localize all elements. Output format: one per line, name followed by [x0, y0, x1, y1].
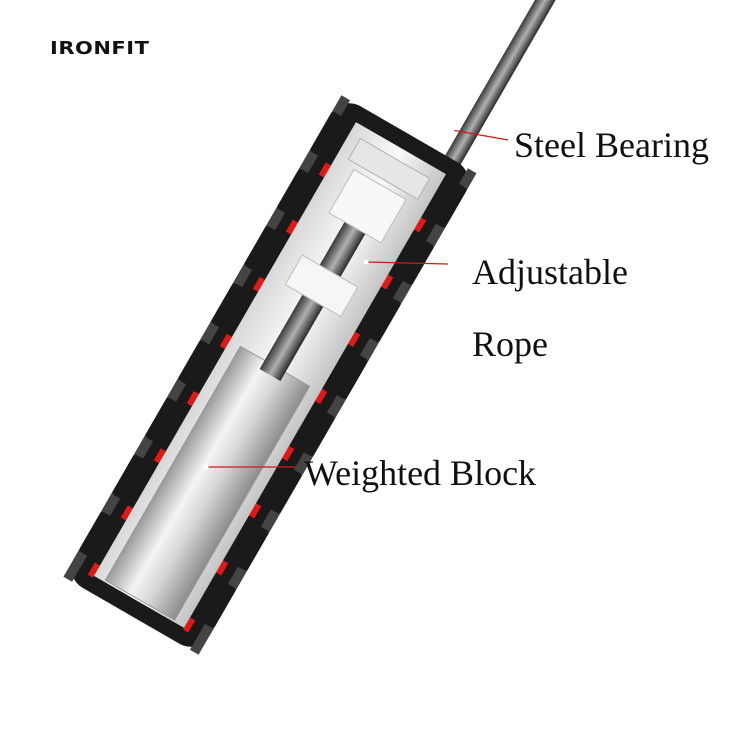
grip-accent: [315, 388, 328, 404]
grip-segment: [192, 577, 236, 628]
grip-segment: [178, 340, 222, 392]
grip-segments: [79, 111, 467, 633]
grip-accent: [153, 448, 166, 464]
grip-segment: [357, 291, 401, 342]
grip-accent: [381, 274, 394, 290]
grip-accent: [216, 560, 229, 576]
grip-segment: [244, 226, 288, 277]
rope-label: Rope: [472, 324, 548, 364]
grip-accent: [414, 217, 427, 233]
grip-segment: [145, 397, 189, 449]
grip-accent: [285, 219, 298, 235]
grip-segment: [79, 512, 123, 563]
grip-segment: [423, 176, 467, 228]
grip-segment: [310, 111, 354, 163]
grip-segment: [258, 462, 302, 514]
adjustable-label: Adjustable: [472, 252, 628, 292]
grip-segment: [211, 283, 255, 335]
grip-accent: [282, 446, 295, 462]
grip-segment: [324, 348, 368, 400]
leader-lines: [203, 127, 509, 470]
grip-segment: [225, 519, 269, 571]
grip-accent: [318, 162, 331, 178]
grip-segment: [112, 454, 156, 506]
grip-accent: [120, 505, 133, 521]
grip-accent: [252, 276, 265, 292]
leader-steel-bearing: [451, 129, 509, 141]
grip-accent: [186, 391, 199, 407]
grip-segment: [390, 234, 434, 285]
leader-adjustable: [365, 261, 449, 265]
steel-bearing-label: Steel Bearing: [514, 125, 709, 165]
brand-logo: IRONFIT: [50, 38, 150, 59]
grip-segment: [291, 405, 335, 457]
grip-accent: [87, 562, 100, 578]
grip-accent: [219, 333, 232, 349]
weighted-block-label: Weighted Block: [304, 453, 537, 493]
handle: [63, 95, 477, 655]
grip-segment: [277, 169, 321, 220]
adjustable-collar: [284, 254, 359, 318]
rope-cable: [440, 0, 572, 173]
grip-accent: [183, 617, 196, 633]
grip-accent: [348, 331, 361, 347]
grip-accent: [249, 503, 262, 519]
bearing-block: [328, 168, 407, 244]
